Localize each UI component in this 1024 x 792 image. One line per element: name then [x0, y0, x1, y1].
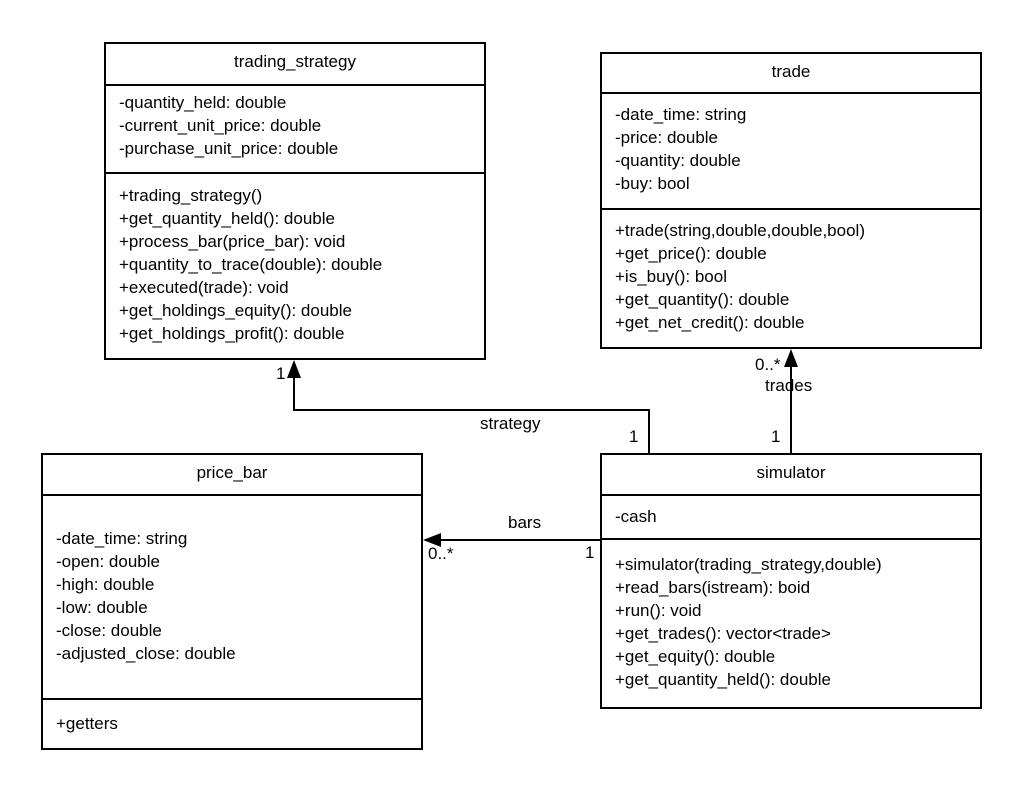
- operation: +get_holdings_profit(): double: [119, 324, 345, 343]
- operation: +get_quantity_held(): double: [119, 209, 335, 228]
- operation: +get_quantity(): double: [615, 290, 790, 309]
- strategy-association-line: [293, 377, 650, 453]
- operations-section: +simulator(trading_strategy,double) +rea…: [602, 540, 980, 691]
- operation: +trade(string,double,double,bool): [615, 221, 865, 240]
- attribute: -purchase_unit_price: double: [119, 139, 339, 158]
- attributes-section: -cash: [602, 496, 980, 540]
- strategy-target-multiplicity: 1: [276, 364, 286, 383]
- class-name: trade: [602, 54, 980, 94]
- attributes-section: -quantity_held: double -current_unit_pri…: [106, 86, 484, 174]
- operation: +get_equity(): double: [615, 647, 776, 666]
- class-name: price_bar: [43, 455, 421, 496]
- trades-arrowhead: [784, 349, 798, 367]
- operation: +get_price(): double: [615, 244, 767, 263]
- operation: +get_trades(): vector<trade>: [615, 624, 831, 643]
- operation: +read_bars(istream): boid: [615, 578, 811, 597]
- attribute: -low: double: [56, 598, 148, 617]
- class-price-bar: price_bar -date_time: string -open: doub…: [41, 453, 423, 750]
- attribute: -date_time: string: [615, 105, 747, 124]
- strategy-source-multiplicity: 1: [629, 427, 639, 446]
- trades-source-multiplicity: 1: [771, 427, 781, 446]
- operation: +get_holdings_equity(): double: [119, 301, 352, 320]
- class-name: simulator: [602, 455, 980, 496]
- operation: +run(): void: [615, 601, 702, 620]
- attribute: -buy: bool: [615, 174, 690, 193]
- bars-association-name: bars: [508, 513, 542, 532]
- attributes-section: -date_time: string -open: double -high: …: [43, 496, 421, 700]
- strategy-association-name: strategy: [480, 414, 541, 433]
- operation: +trading_strategy(): [119, 186, 263, 205]
- trades-target-multiplicity: 0..*: [755, 355, 781, 374]
- bars-arrowhead: [423, 533, 441, 547]
- attribute: -quantity: double: [615, 151, 741, 170]
- trades-association-name: trades: [765, 376, 813, 395]
- class-trade: trade -date_time: string -price: double …: [600, 52, 982, 349]
- attribute: -quantity_held: double: [119, 93, 287, 112]
- operations-section: +trade(string,double,double,bool) +get_p…: [602, 210, 980, 334]
- bars-source-multiplicity: 1: [585, 543, 595, 562]
- class-simulator: simulator -cash +simulator(trading_strat…: [600, 453, 982, 709]
- bars-target-multiplicity: 0..*: [428, 544, 454, 563]
- class-trading-strategy: trading_strategy -quantity_held: double …: [104, 42, 486, 360]
- operation: +process_bar(price_bar): void: [119, 232, 346, 251]
- operation: +is_buy(): bool: [615, 267, 727, 286]
- operation: +getters: [56, 714, 118, 733]
- operations-section: +trading_strategy() +get_quantity_held()…: [106, 174, 484, 345]
- operation: +executed(trade): void: [119, 278, 289, 297]
- operation: +simulator(trading_strategy,double): [615, 555, 882, 574]
- attribute: -close: double: [56, 621, 162, 640]
- attributes-section: -date_time: string -price: double -quant…: [602, 94, 980, 210]
- attribute: -cash: [615, 507, 657, 526]
- attribute: -current_unit_price: double: [119, 116, 322, 135]
- attribute: -open: double: [56, 552, 160, 571]
- class-name: trading_strategy: [106, 44, 484, 86]
- attribute: -date_time: string: [56, 529, 188, 548]
- attribute: -adjusted_close: double: [56, 644, 236, 663]
- attribute: -high: double: [56, 575, 155, 594]
- operation: +get_net_credit(): double: [615, 313, 805, 332]
- operation: +quantity_to_trace(double): double: [119, 255, 383, 274]
- operation: +get_quantity_held(): double: [615, 670, 831, 689]
- attribute: -price: double: [615, 128, 719, 147]
- operations-section: +getters: [43, 700, 421, 735]
- strategy-arrowhead: [287, 360, 301, 378]
